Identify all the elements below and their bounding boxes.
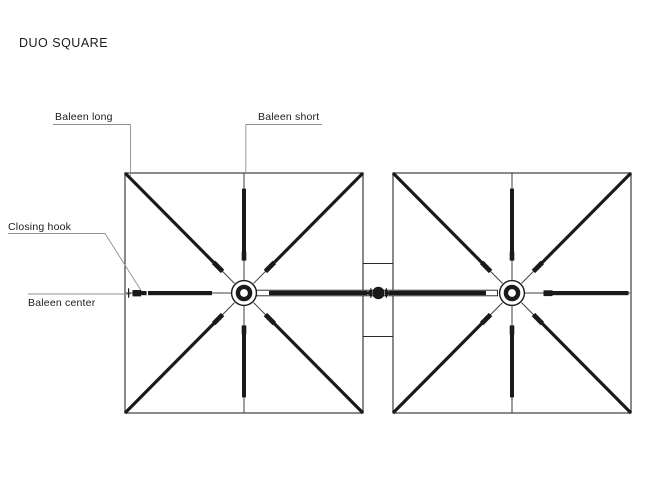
baleen-long-rib [391,171,503,284]
label-baleen-center: Baleen center [28,297,96,309]
page-title: DUO SQUARE [19,36,109,50]
center-beam [256,286,498,300]
baleen-long-rib [253,171,365,284]
baleen-center-rib-right [523,290,630,297]
left-hub [230,279,258,307]
right-canopy-ribs [391,171,633,415]
baleen-long-rib [391,302,503,415]
baleen-long-rib [253,302,365,415]
baleen-long-rib [521,302,633,415]
label-baleen-short: Baleen short [258,111,320,123]
baleen-long-rib [521,171,633,284]
baleen-long-rib [123,302,235,415]
closing-hook [132,290,141,297]
connector-bracket [363,263,393,337]
label-baleen-long: Baleen long [55,111,113,123]
left-canopy-ribs [123,171,365,415]
right-hub [498,279,526,307]
baleen-center-rib-left [126,288,232,298]
baleen-long-rib [123,171,235,284]
label-closing-hook: Closing hook [8,221,72,233]
center-joint [372,286,385,300]
leader-lines [8,124,322,295]
